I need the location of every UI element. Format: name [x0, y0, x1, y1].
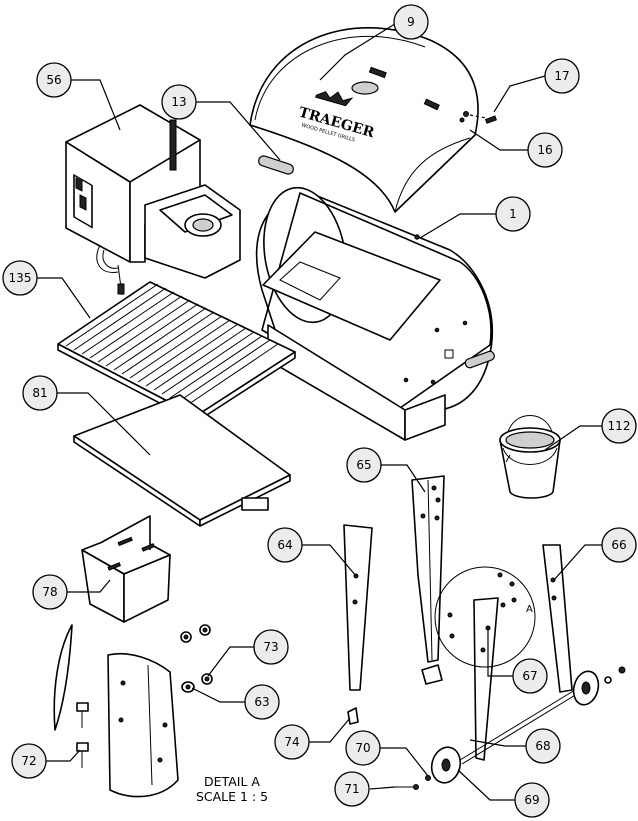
leg-66 — [542, 544, 573, 693]
detail-a-callout: A — [434, 566, 536, 668]
leg-67 — [473, 597, 499, 761]
balloon-13: 13 — [161, 84, 197, 120]
firebox — [81, 515, 171, 623]
svg-text:112: 112 — [608, 419, 631, 433]
svg-text:16: 16 — [537, 143, 552, 157]
axle-and-wheels — [395, 666, 626, 790]
svg-text:74: 74 — [284, 735, 299, 749]
balloon-67: 67 — [512, 658, 548, 694]
balloon-65: 65 — [346, 447, 382, 483]
balloon-1: 1 — [495, 196, 531, 232]
svg-text:63: 63 — [254, 695, 269, 709]
balloon-135: 135 — [2, 260, 38, 296]
leader-lines — [36, 21, 606, 801]
balloon-112: 112 — [601, 408, 637, 444]
balloon-17: 17 — [544, 58, 580, 94]
grill-barrel — [255, 186, 495, 441]
svg-text:69: 69 — [524, 793, 539, 807]
leg-65 — [411, 475, 445, 685]
balloon-70: 70 — [345, 730, 381, 766]
balloon-66: 66 — [601, 527, 637, 563]
svg-text:135: 135 — [9, 271, 32, 285]
balloon-72: 72 — [11, 743, 47, 779]
grill-lid: TRAEGER WOOD PELLET GRILLS — [249, 27, 479, 213]
svg-text:56: 56 — [46, 73, 61, 87]
svg-text:81: 81 — [32, 386, 47, 400]
svg-text:17: 17 — [554, 69, 569, 83]
lid-fasteners — [459, 111, 497, 124]
balloon-69: 69 — [514, 782, 550, 818]
balloon-78: 78 — [32, 574, 68, 610]
balloon-9: 9 — [393, 4, 429, 40]
svg-text:67: 67 — [522, 669, 537, 683]
detail-a-label: DETAIL A SCALE 1 : 5 — [196, 774, 268, 804]
svg-text:9: 9 — [407, 15, 415, 29]
svg-text:66: 66 — [611, 538, 626, 552]
svg-text:72: 72 — [21, 754, 36, 768]
balloon-68: 68 — [525, 728, 561, 764]
balloon-64: 64 — [267, 527, 303, 563]
svg-text:64: 64 — [277, 538, 292, 552]
grease-bucket — [499, 415, 561, 499]
small-hardware — [180, 624, 213, 693]
svg-text:1: 1 — [509, 207, 517, 221]
balloon-56: 56 — [36, 62, 72, 98]
balloon-74: 74 — [274, 724, 310, 760]
detail-label-line1: DETAIL A — [204, 774, 260, 789]
leg-64 — [343, 524, 373, 725]
lid-handle — [258, 155, 294, 175]
svg-text:13: 13 — [171, 95, 186, 109]
hopper-assembly — [65, 104, 241, 296]
svg-text:68: 68 — [535, 739, 550, 753]
balloon-63: 63 — [244, 684, 280, 720]
svg-text:65: 65 — [356, 458, 371, 472]
balloon-81: 81 — [22, 375, 58, 411]
svg-text:71: 71 — [344, 782, 359, 796]
balloon-71: 71 — [334, 771, 370, 807]
svg-text:70: 70 — [355, 741, 370, 755]
detail-view-letter: A — [526, 604, 533, 615]
detail-label-line2: SCALE 1 : 5 — [196, 789, 268, 804]
svg-text:78: 78 — [42, 585, 57, 599]
svg-text:73: 73 — [263, 640, 278, 654]
balloon-16: 16 — [527, 132, 563, 168]
drip-tray — [73, 394, 291, 527]
balloon-73: 73 — [253, 629, 289, 665]
side-panel-pieces — [53, 624, 179, 798]
